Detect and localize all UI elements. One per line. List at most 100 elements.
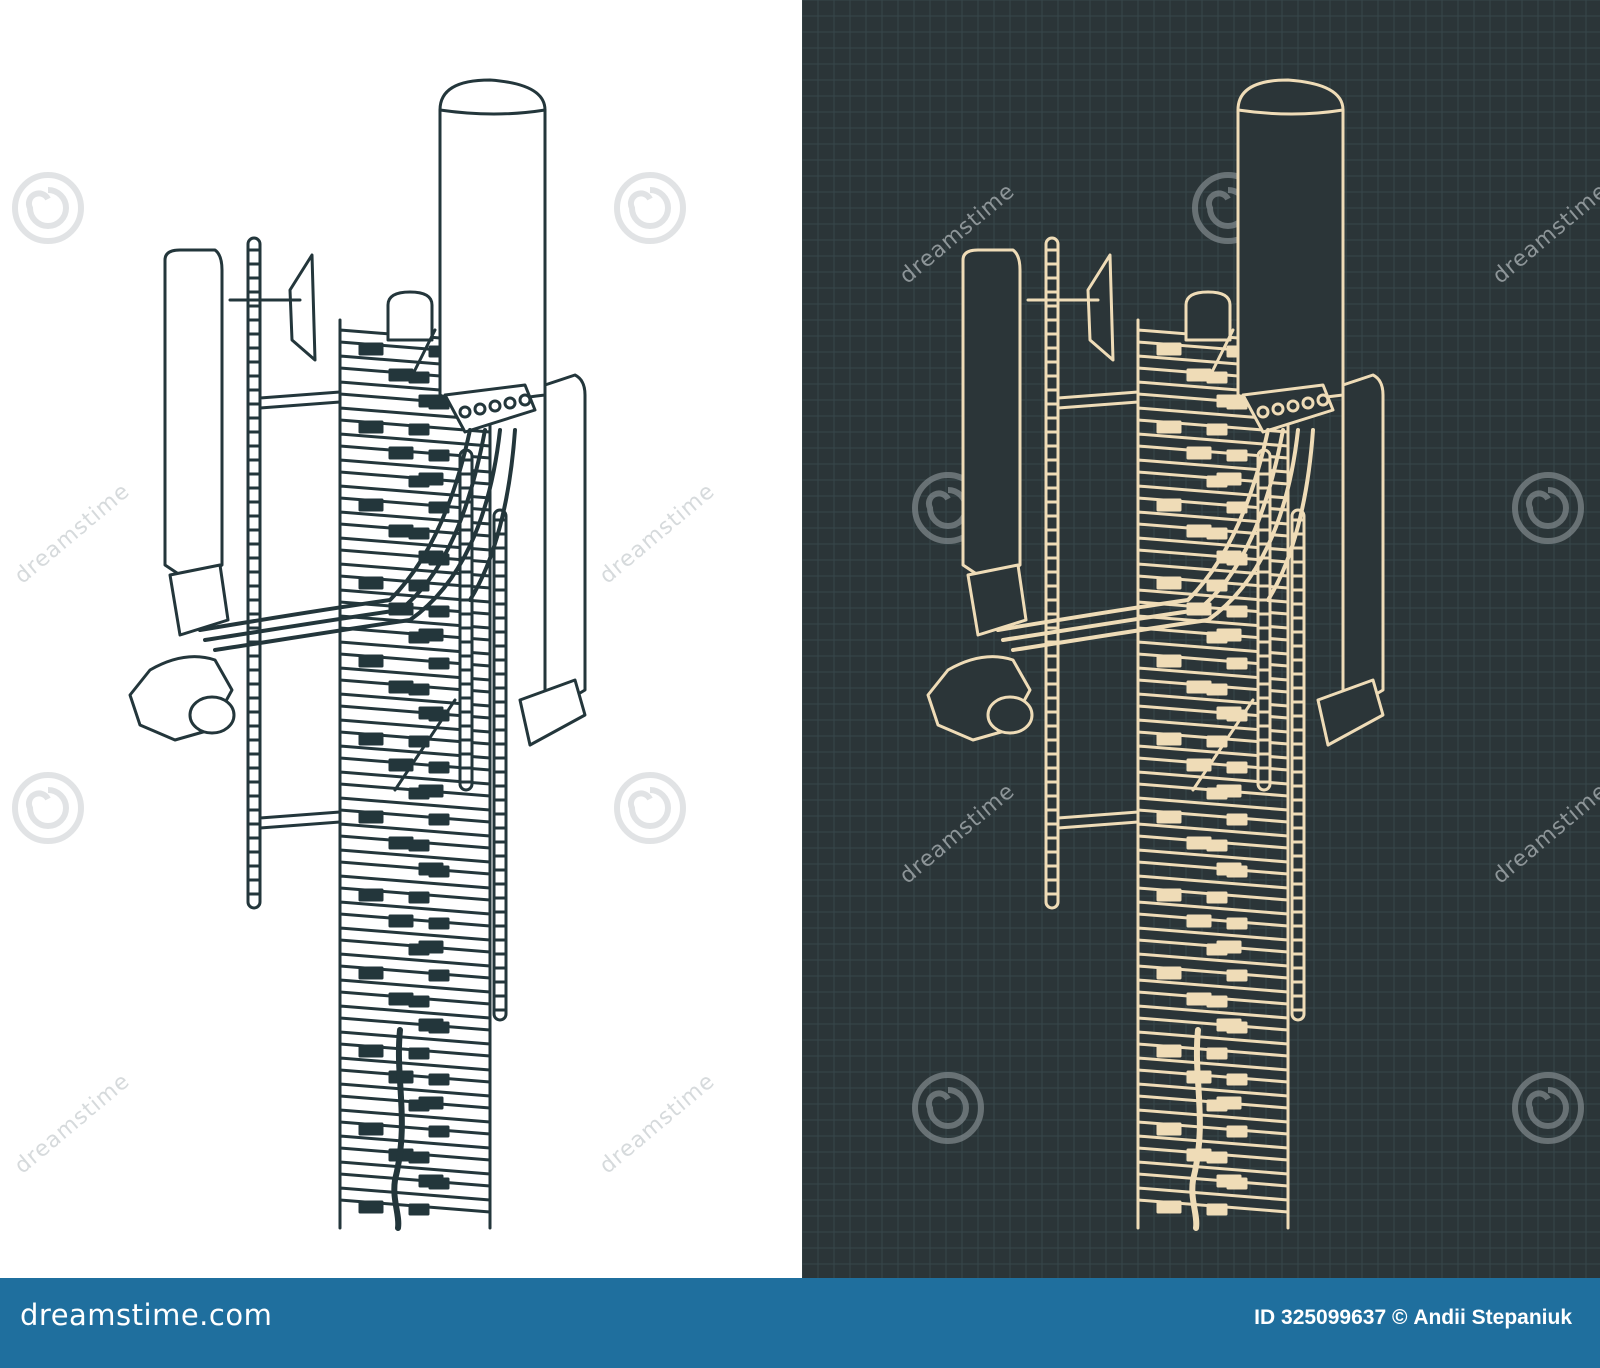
mast-block <box>358 732 384 746</box>
diagonal-brace <box>1191 698 1255 792</box>
connector-port <box>1271 402 1285 416</box>
mast-slat <box>338 1004 492 1032</box>
mast-block <box>1226 449 1248 462</box>
diagonal-brace <box>408 328 437 382</box>
mast-block <box>1206 423 1228 436</box>
mast-block <box>428 1125 450 1138</box>
mast-block <box>408 1151 430 1164</box>
connector-port <box>1256 405 1270 419</box>
antenna-mount-right <box>1316 678 1385 747</box>
top-dome <box>386 290 434 342</box>
diagonal-brace <box>1206 328 1235 382</box>
mast-block <box>1206 1099 1228 1112</box>
swirl-inner <box>627 787 671 829</box>
cable-bundle <box>996 428 1315 1231</box>
rail-pipe <box>1290 508 1306 1022</box>
microwave-dish <box>1086 253 1115 362</box>
panel-antenna-left <box>961 248 1022 578</box>
swirl-logo-icon <box>1512 1072 1584 1144</box>
ladder-rail-left <box>1044 236 1060 910</box>
mast-slat <box>338 848 492 876</box>
mast-block <box>408 1047 430 1060</box>
mast-block <box>1226 605 1248 618</box>
mast-block <box>1156 576 1182 590</box>
cable <box>213 428 502 652</box>
mast-block <box>428 709 450 722</box>
mast-block <box>408 995 430 1008</box>
cable-bundle <box>198 428 517 1231</box>
mast-block <box>1206 1203 1228 1216</box>
mast-block <box>1226 1073 1248 1086</box>
mast-block <box>408 1203 430 1216</box>
swirl-ring <box>614 772 686 844</box>
mast-block <box>1206 839 1228 852</box>
mast-block <box>1156 654 1182 668</box>
cable-vertical <box>391 1027 405 1231</box>
right-illustration-panel <box>802 0 1600 1278</box>
mast-block <box>428 865 450 878</box>
mast-block <box>358 810 384 824</box>
connector-port <box>1286 399 1300 413</box>
support-arm <box>1056 390 1140 410</box>
tower-group <box>926 78 1385 1231</box>
mast-block <box>1156 732 1182 746</box>
mast-block <box>1156 888 1182 902</box>
mast-block <box>1206 787 1228 800</box>
swirl-logo-icon <box>912 1072 984 1144</box>
mast-block <box>1226 397 1248 410</box>
mast-block <box>1156 420 1182 434</box>
panel-antenna-tall <box>438 78 547 412</box>
id-number: 325099637 <box>1281 1306 1387 1329</box>
mast-block <box>1156 1122 1182 1136</box>
mast-block <box>358 342 384 356</box>
mast-block <box>1226 709 1248 722</box>
mast-lattice <box>1136 318 1290 1230</box>
ladder-rail-left <box>246 236 262 910</box>
footer-bar: dreamstime.com ID 325099637 © Andii Step… <box>0 1278 1600 1368</box>
swirl-ring <box>912 1072 984 1144</box>
radio-unit-cylinder <box>188 695 236 735</box>
mast-block <box>408 839 430 852</box>
swirl-inner <box>925 1087 969 1129</box>
mast-block <box>428 1073 450 1086</box>
mast-block <box>408 631 430 644</box>
connector-port <box>473 402 487 416</box>
swirl-ring <box>12 772 84 844</box>
cell-tower-drawing-light <box>12 78 686 1231</box>
mast-block <box>408 423 430 436</box>
mast-block <box>428 813 450 826</box>
mast-block <box>358 1122 384 1136</box>
mast-block <box>428 917 450 930</box>
microwave-dish <box>288 253 317 362</box>
mast-block <box>358 888 384 902</box>
antenna-cap-line <box>1236 108 1345 116</box>
antenna-cap-line <box>438 108 547 116</box>
mast-block <box>408 475 430 488</box>
mast-block <box>1156 1044 1182 1058</box>
mast-block <box>1226 761 1248 774</box>
swirl-inner <box>925 487 969 529</box>
swirl-inner <box>1525 1087 1569 1129</box>
swirl-logo-icon <box>614 772 686 844</box>
mast-block <box>1226 1125 1248 1138</box>
mast-block <box>358 1200 384 1214</box>
mast-block <box>1226 969 1248 982</box>
mast-block <box>1226 813 1248 826</box>
mast-block <box>358 654 384 668</box>
mast-block <box>1186 914 1212 928</box>
author-name: Andii Stepaniuk <box>1413 1306 1572 1329</box>
brand-logo-text[interactable]: dreamstime.com <box>20 1298 273 1332</box>
cable <box>996 428 1270 632</box>
mast-block <box>358 966 384 980</box>
tower-group <box>128 78 587 1231</box>
mast-block <box>1206 527 1228 540</box>
mast-block <box>428 969 450 982</box>
mast-block <box>1226 917 1248 930</box>
diagonal-brace <box>393 698 457 792</box>
mast-block <box>1226 865 1248 878</box>
mast-block <box>428 449 450 462</box>
mast-block <box>1156 342 1182 356</box>
mast-block <box>1206 475 1228 488</box>
mast-block <box>358 576 384 590</box>
mast-block <box>408 683 430 696</box>
